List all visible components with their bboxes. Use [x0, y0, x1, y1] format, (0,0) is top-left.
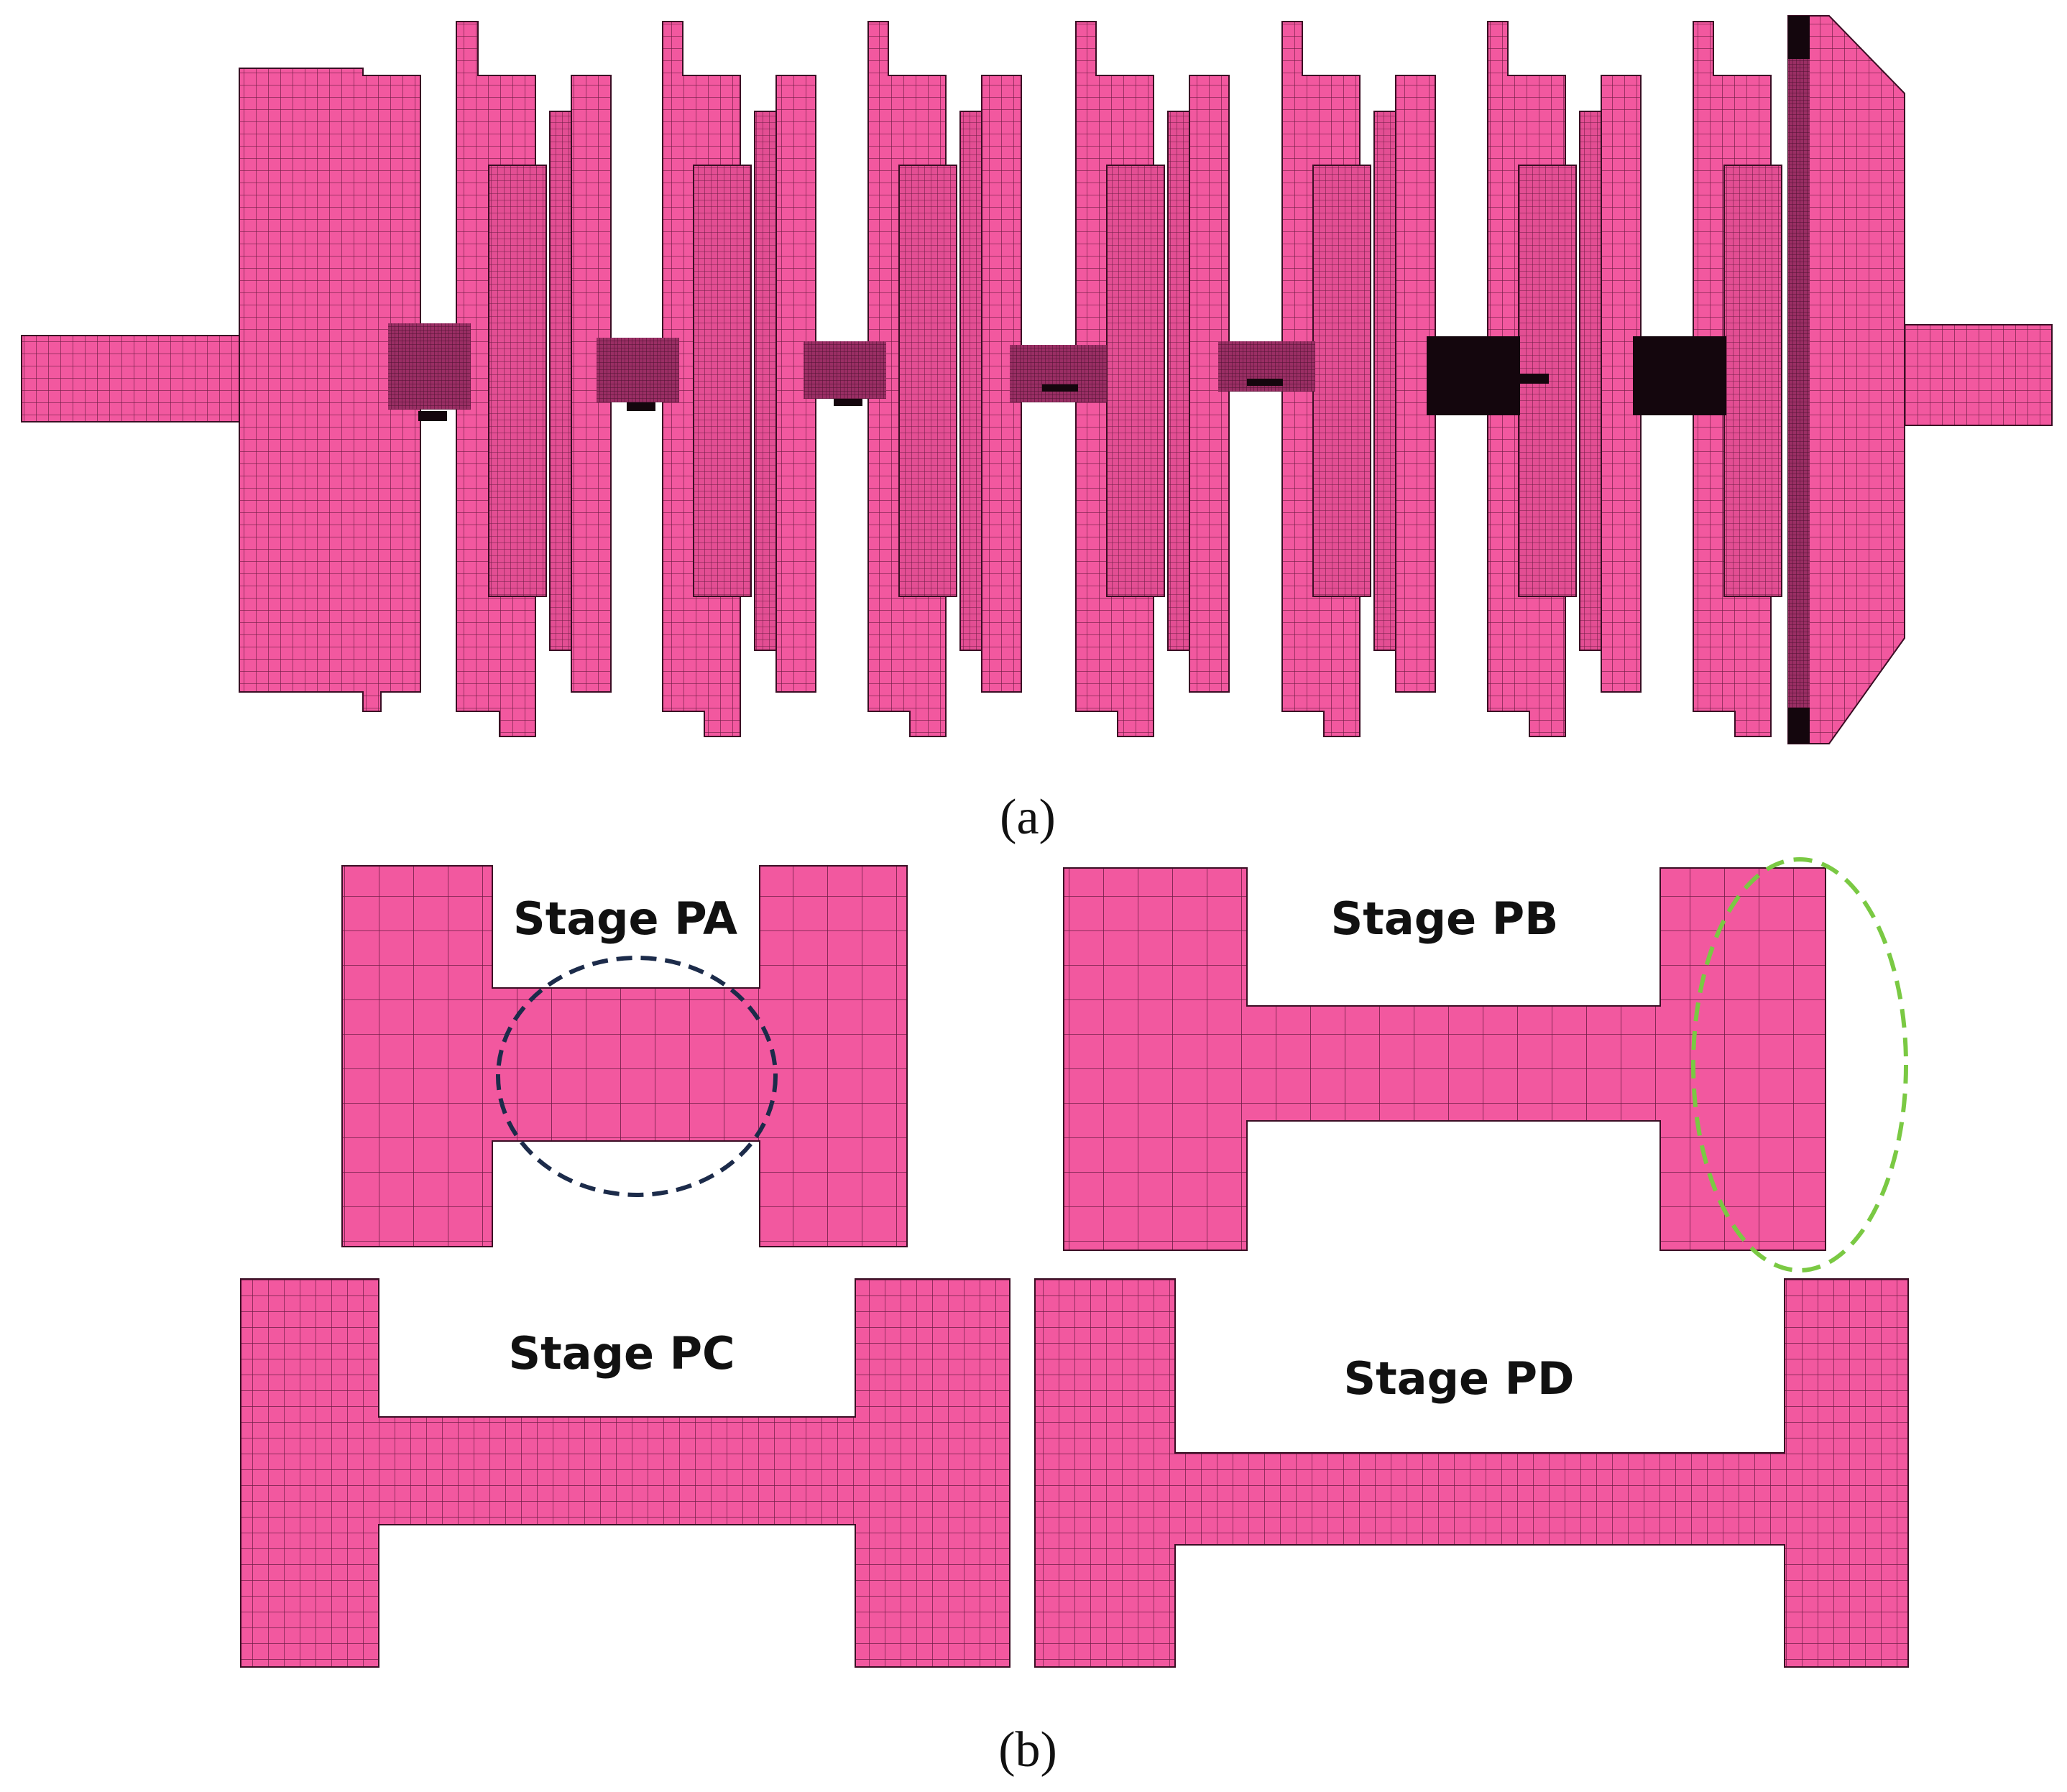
panel-stage-pb: Stage PB [1063, 857, 1908, 1273]
stage-pd-label: Stage PD [1343, 1352, 1574, 1405]
tooth-stage-1 [388, 21, 612, 737]
highlight-green-ellipse [1691, 857, 1908, 1273]
panel-stage-pc: Stage PC [240, 1278, 1011, 1668]
panel-stage-pd: Stage PD [1034, 1278, 1909, 1668]
tooth-stage-4 [1010, 21, 1230, 737]
tooth-stage-3 [804, 21, 1022, 737]
tooth-stage-2 [597, 21, 816, 737]
stage-pc-label: Stage PC [508, 1327, 735, 1380]
tooth-stage-6 [1427, 21, 1642, 737]
highlight-dark-circle [496, 956, 778, 1197]
caption-b: (b) [998, 1722, 1057, 1778]
full-seal-mesh [21, 15, 2053, 744]
inlet-chamber [239, 68, 421, 712]
shaft-right [1897, 324, 2053, 426]
stage-pa-label: Stage PA [513, 892, 737, 945]
panel-stage-pa: Stage PA [341, 865, 908, 1247]
outlet-dense-band [1788, 16, 1810, 744]
caption-a: (a) [1000, 790, 1056, 845]
stage-pb-label: Stage PB [1331, 892, 1559, 945]
tooth-stage-5 [1218, 21, 1436, 737]
shaft-left [21, 335, 245, 422]
tooth-stage-7 [1633, 21, 1782, 737]
